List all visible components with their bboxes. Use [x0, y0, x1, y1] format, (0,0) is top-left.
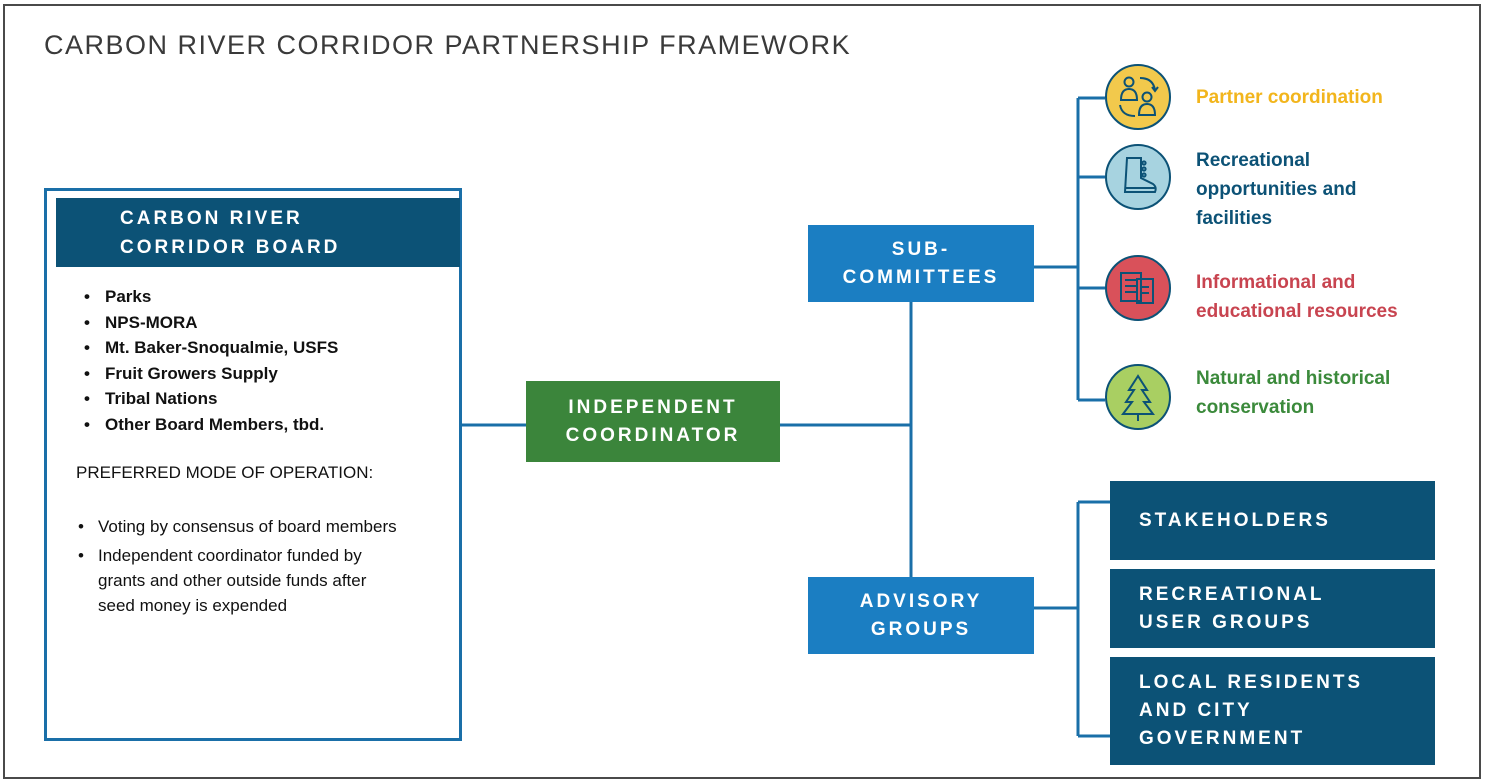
board-heading: CARBON RIVER CORRIDOR BOARD	[56, 198, 460, 267]
group-line: GOVERNMENT	[1139, 728, 1306, 749]
mode-of-operation-list: Voting by consensus of board members Ind…	[76, 514, 406, 618]
board-heading-line2: CORRIDOR BOARD	[120, 237, 341, 258]
subcommittee-label-conservation: Natural and historical conservation	[1196, 364, 1390, 422]
diagram-title: CARBON RIVER CORRIDOR PARTNERSHIP FRAMEW…	[44, 30, 852, 60]
independent-coordinator-box: INDEPENDENT COORDINATOR	[526, 381, 780, 462]
mode-item: Independent coordinator funded by grants…	[76, 543, 406, 618]
diagram-frame	[3, 4, 1481, 779]
board-box	[44, 188, 462, 741]
mode-of-operation-title: PREFERRED MODE OF OPERATION:	[76, 463, 374, 482]
subcommittees-line2: COMMITTEES	[842, 266, 1000, 288]
advisory-group-local-residents: LOCAL RESIDENTS AND CITY GOVERNMENT	[1110, 657, 1435, 765]
board-member: Parks	[84, 284, 338, 310]
board-member-list: Parks NPS-MORA Mt. Baker-Snoqualmie, USF…	[84, 284, 338, 438]
board-member: Fruit Growers Supply	[84, 361, 338, 387]
coordinator-line1: INDEPENDENT	[568, 396, 738, 418]
group-line: USER GROUPS	[1139, 611, 1313, 633]
group-line: AND CITY	[1139, 700, 1253, 721]
documents-icon	[1105, 255, 1171, 321]
label-line: opportunities and	[1196, 179, 1357, 200]
tree-icon	[1105, 364, 1171, 430]
subcommittees-line1: SUB-	[891, 238, 951, 260]
label-line: facilities	[1196, 208, 1273, 229]
people-exchange-icon	[1105, 64, 1171, 130]
board-member: Tribal Nations	[84, 386, 338, 412]
board-member: Mt. Baker-Snoqualmie, USFS	[84, 335, 338, 361]
advisory-group-stakeholders: STAKEHOLDERS	[1110, 481, 1435, 560]
coordinator-line2: COORDINATOR	[565, 424, 741, 446]
label-line: Recreational	[1196, 150, 1311, 171]
label-line: Partner coordination	[1196, 87, 1383, 108]
group-line: RECREATIONAL	[1139, 583, 1325, 605]
group-line: STAKEHOLDERS	[1139, 509, 1331, 531]
board-member: NPS-MORA	[84, 310, 338, 336]
subcommittee-label-partner-coordination: Partner coordination	[1196, 83, 1383, 112]
board-heading-line1: CARBON RIVER	[120, 208, 303, 229]
subcommittee-label-recreational: Recreational opportunities and facilitie…	[1196, 146, 1356, 233]
label-line: educational resources	[1196, 301, 1398, 322]
label-line: Natural and historical	[1196, 368, 1391, 389]
label-line: conservation	[1196, 397, 1315, 418]
advisory-group-recreational-users: RECREATIONAL USER GROUPS	[1110, 569, 1435, 648]
board-member: Other Board Members, tbd.	[84, 412, 338, 438]
advisory-line1: ADVISORY	[859, 590, 983, 612]
subcommittee-label-informational: Informational and educational resources	[1196, 268, 1398, 326]
mode-item: Voting by consensus of board members	[76, 514, 406, 539]
advisory-line2: GROUPS	[870, 618, 972, 640]
hiking-boot-icon	[1105, 144, 1171, 210]
label-line: Informational and	[1196, 272, 1356, 293]
advisory-groups-box: ADVISORY GROUPS	[808, 577, 1034, 654]
group-line: LOCAL RESIDENTS	[1139, 672, 1364, 693]
subcommittees-box: SUB- COMMITTEES	[808, 225, 1034, 302]
